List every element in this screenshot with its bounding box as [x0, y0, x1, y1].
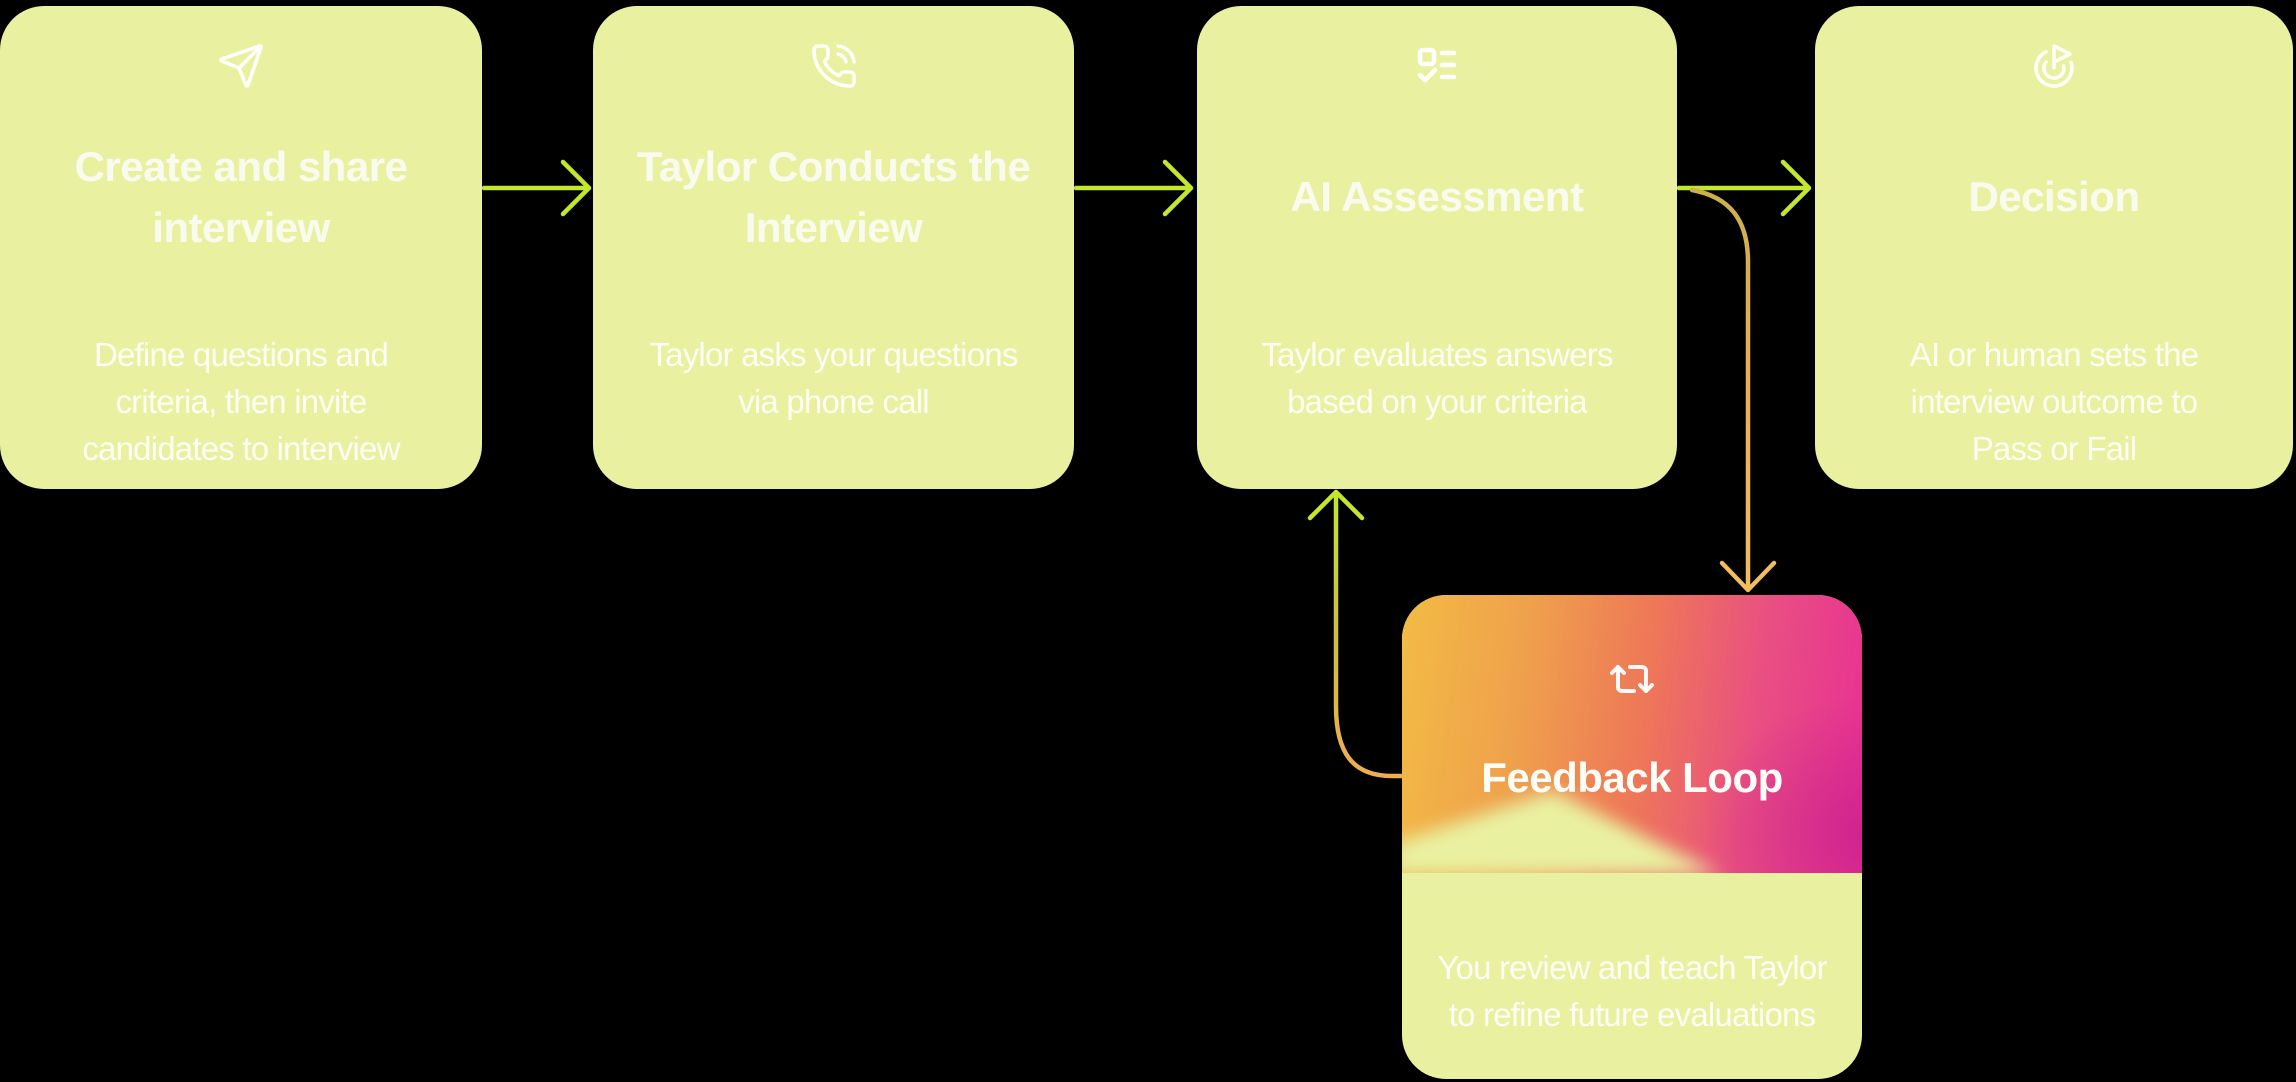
card-title: Decision [1968, 173, 2140, 221]
card-title: Feedback Loop [1481, 754, 1783, 802]
card-body: AI or human sets the interview outcome t… [1909, 336, 2199, 467]
arrow-conduct-to-assessment [1073, 159, 1194, 217]
card-body: Taylor evaluates answers based on your c… [1261, 336, 1613, 420]
step-card-taylor-conducts-the-interview: Taylor Conducts the Interview Taylor ask… [593, 6, 1074, 489]
step-card-decision: Decision AI or human sets the interview … [1815, 6, 2293, 489]
card-title: AI Assessment [1290, 173, 1584, 221]
card-body: Taylor asks your questions via phone cal… [649, 336, 1018, 420]
feedback-lime-mountain [1402, 595, 1862, 875]
phone-call-icon [811, 44, 856, 88]
step-card-create-and-share-interview: Create and share interview Define questi… [0, 6, 482, 489]
send-icon [219, 44, 263, 88]
repeat-icon [1610, 665, 1654, 693]
step-card-ai-assessment: AI Assessment Taylor evaluates answers b… [1197, 6, 1677, 489]
checklist-icon [1417, 47, 1457, 83]
arrow-assessment-to-feedback [1689, 187, 1777, 593]
arrow-assessment-to-decision [1676, 159, 1812, 217]
card-title: Create and share interview [74, 142, 408, 251]
arrow-feedback-to-assessment [1307, 489, 1407, 779]
goal-icon [2034, 44, 2074, 88]
card-body: Define questions and criteria, then invi… [82, 336, 400, 467]
card-body: You review and teach Taylor to refine fu… [1437, 949, 1827, 1033]
card-title: Taylor Conducts the Interview [636, 142, 1031, 251]
step-card-feedback-loop: Feedback Loop You review and teach Taylo… [1402, 595, 1862, 1079]
arrow-create-to-conduct [481, 159, 592, 217]
